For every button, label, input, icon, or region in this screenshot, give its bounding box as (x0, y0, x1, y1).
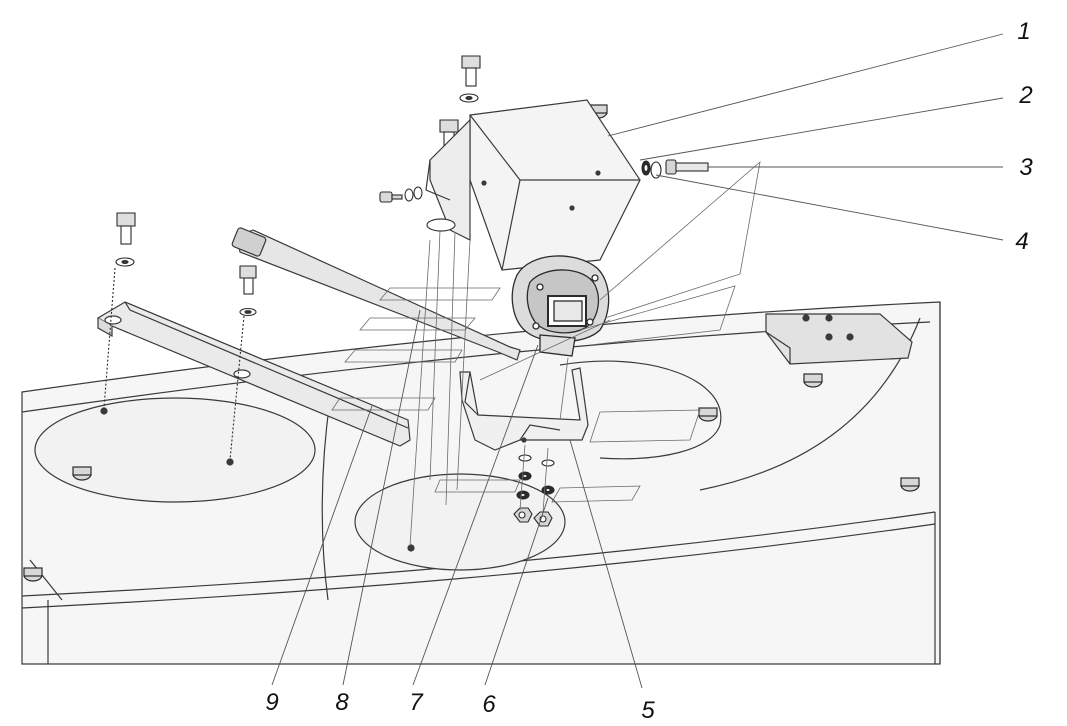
callout-9: 9 (265, 689, 279, 716)
side-bolt-right (641, 159, 709, 179)
callout-8: 8 (335, 689, 349, 716)
camera-hood (425, 99, 641, 271)
callout-1: 1 (1017, 18, 1031, 45)
callout-5: 5 (641, 697, 655, 724)
callout-2: 2 (1019, 82, 1033, 109)
side-fastener-left (379, 186, 423, 203)
mounting-pad (765, 313, 913, 365)
callout-3: 3 (1019, 154, 1033, 181)
callout-6: 6 (482, 691, 496, 718)
callout-4: 4 (1015, 228, 1029, 255)
camera-bracket (459, 367, 589, 451)
rod (231, 227, 521, 361)
cover-plates (34, 360, 722, 571)
leader-lines (271, 33, 1004, 689)
assembly-guide-lines (331, 160, 761, 547)
camera-unit (511, 255, 610, 357)
callout-7: 7 (409, 689, 423, 716)
deck-bolts (23, 104, 920, 582)
